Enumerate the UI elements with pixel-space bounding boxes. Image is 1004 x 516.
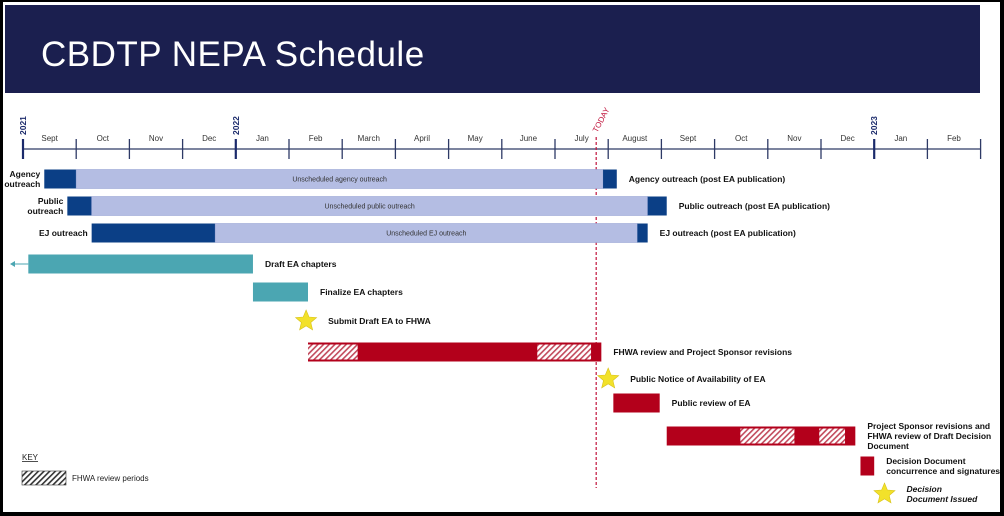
fhwa-review-period — [740, 428, 795, 444]
key-label: FHWA review periods — [72, 474, 149, 483]
row-label: EJ outreach (post EA publication) — [660, 228, 796, 238]
row-left-label: EJ outreach — [39, 228, 88, 238]
gantt-bar-fhwa — [308, 342, 602, 362]
row-label: Public outreach (post EA publication) — [679, 201, 830, 211]
month-label: Dec — [202, 134, 216, 143]
gantt-bar-scheduled_outreach — [44, 169, 77, 189]
year-label: 2021 — [18, 116, 28, 135]
month-label: June — [520, 134, 538, 143]
key-swatch-hatched — [21, 470, 67, 486]
today-label: TODAY — [591, 105, 612, 133]
row-label: Public review of EA — [672, 398, 751, 408]
month-label: Nov — [149, 134, 163, 143]
month-label: Dec — [840, 134, 854, 143]
star-milestone-icon — [294, 309, 318, 331]
month-label: March — [358, 134, 380, 143]
row-label: Document — [867, 441, 909, 451]
row-label: Draft EA chapters — [265, 259, 337, 269]
row-left-label: Public — [38, 196, 64, 206]
month-label: July — [574, 134, 588, 143]
slide: CBDTP NEPA Schedule Sept Oct Nov Dec Jan Feb M… — [3, 2, 1000, 512]
gantt-bar-scheduled_outreach — [647, 196, 667, 216]
month-label: April — [414, 134, 430, 143]
year-label: 2023 — [869, 116, 879, 135]
fhwa-review-period — [308, 344, 358, 360]
bar-inner-label: Unscheduled agency outreach — [292, 177, 387, 184]
star-milestone-icon — [596, 367, 620, 389]
row-label: Submit Draft EA to FHWA — [328, 316, 431, 326]
gantt-bar-draft — [252, 282, 308, 302]
gantt-bar-scheduled_outreach — [67, 196, 92, 216]
row-left-label: outreach — [4, 179, 40, 189]
month-label: Oct — [735, 134, 748, 143]
row-label: Document Issued — [906, 494, 978, 504]
arrow-left-icon — [10, 261, 15, 267]
month-label: Oct — [97, 134, 110, 143]
bar-inner-label: Unscheduled public outreach — [325, 204, 415, 211]
month-label: Feb — [947, 134, 961, 143]
row-label: Agency outreach (post EA publication) — [629, 174, 786, 184]
month-label: Jan — [894, 134, 907, 143]
gantt-bar-scheduled_outreach — [603, 169, 617, 189]
page-title: CBDTP NEPA Schedule — [41, 35, 425, 74]
title-bar: CBDTP NEPA Schedule — [5, 5, 980, 93]
month-label: Nov — [787, 134, 801, 143]
star-milestone-icon — [873, 482, 896, 504]
row-label: Project Sponsor revisions and — [867, 421, 990, 431]
row-label: Decision — [906, 484, 941, 494]
row-label: Public Notice of Availability of EA — [630, 374, 765, 384]
month-label: Sept — [680, 134, 697, 143]
row-left-label: outreach — [27, 206, 63, 216]
month-label: May — [468, 134, 483, 143]
row-label: Finalize EA chapters — [320, 287, 403, 297]
gantt-bar-scheduled_outreach — [91, 223, 216, 243]
month-label: Sept — [41, 134, 58, 143]
row-left-label: Agency — [10, 169, 41, 179]
row-label: FHWA review and Project Sponsor revision… — [613, 347, 792, 357]
year-label: 2022 — [231, 116, 241, 135]
row-label: FHWA review of Draft Decision — [867, 431, 991, 441]
month-label: Feb — [309, 134, 323, 143]
gantt-bar-draft — [28, 254, 253, 274]
month-label: Jan — [256, 134, 269, 143]
fhwa-review-period — [819, 428, 846, 444]
row-label: concurrence and signatures — [886, 466, 1000, 476]
bar-inner-label: Unscheduled EJ outreach — [386, 231, 466, 238]
gantt-chart: Sept Oct Nov Dec Jan Feb March April May June July… — [4, 105, 1000, 504]
month-label: August — [622, 134, 648, 143]
gantt-bar-fhwa — [613, 393, 660, 413]
gantt-bar-fhwa — [860, 456, 875, 476]
gantt-bar-scheduled_outreach — [637, 223, 648, 243]
fhwa-review-period — [537, 344, 592, 360]
key-title: KEY — [22, 453, 39, 462]
row-label: Decision Document — [886, 456, 966, 466]
